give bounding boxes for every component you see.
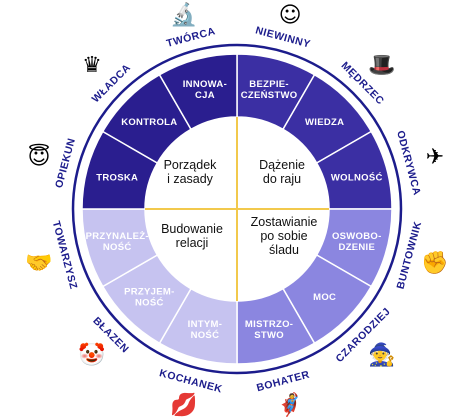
archetype-label-5: BOHATER <box>255 369 311 395</box>
segment-label-4: MOC <box>313 292 336 303</box>
handshake-icon: 🤝 <box>25 251 52 276</box>
archetype-icons: ☺ 🎩 ✈ ✊ 🧙 🦸 💋 🤡 🤝 😇 ♛ 🔬 <box>25 1 448 418</box>
superhero-icon: 🦸 <box>276 391 303 418</box>
raised-fist-icon: ✊ <box>421 250 448 276</box>
heart-lips-icon: 💋 <box>170 392 197 418</box>
segment-label-9: TROSKA <box>96 172 138 183</box>
mage-icon: 🧙 <box>368 342 395 368</box>
segment-label-11: INNOWA-CJA <box>183 79 227 101</box>
segment-label-0: BEZPIE-CZEŃSTWO <box>241 79 298 101</box>
segment-label-10: KONTROLA <box>121 117 177 128</box>
microscope-icon: 🔬 <box>170 1 197 28</box>
innocent-smile-icon: ☺ <box>279 3 302 28</box>
segment-ring <box>81 53 393 365</box>
airplane-icon: ✈ <box>426 145 444 170</box>
segment-label-3: OSWOBO-DZENIE <box>332 231 382 253</box>
segment-label-1: WIEDZA <box>305 117 344 128</box>
segment-label-7: PRZYJEM-NOŚĆ <box>124 287 174 309</box>
clown-face-icon: 🤡 <box>78 342 105 368</box>
archetype-label-11: TWÓRCA <box>165 24 217 50</box>
halo-face-icon: 😇 <box>28 143 51 170</box>
top-hat-icon: 🎩 <box>368 53 395 78</box>
crown-icon: ♛ <box>82 53 102 78</box>
segment-labels: BEZPIE-CZEŃSTWO WIEDZA WOLNOŚĆ OSWOBO-DZENI… <box>86 79 383 341</box>
segment-label-5: MISTRZO-STWO <box>245 319 293 341</box>
segment-label-8: PRZYNALEŻ-NOŚĆ <box>86 231 149 253</box>
segment-label-2: WOLNOŚĆ <box>331 171 383 183</box>
segment-label-6: INTYM-NOŚĆ <box>188 319 223 341</box>
